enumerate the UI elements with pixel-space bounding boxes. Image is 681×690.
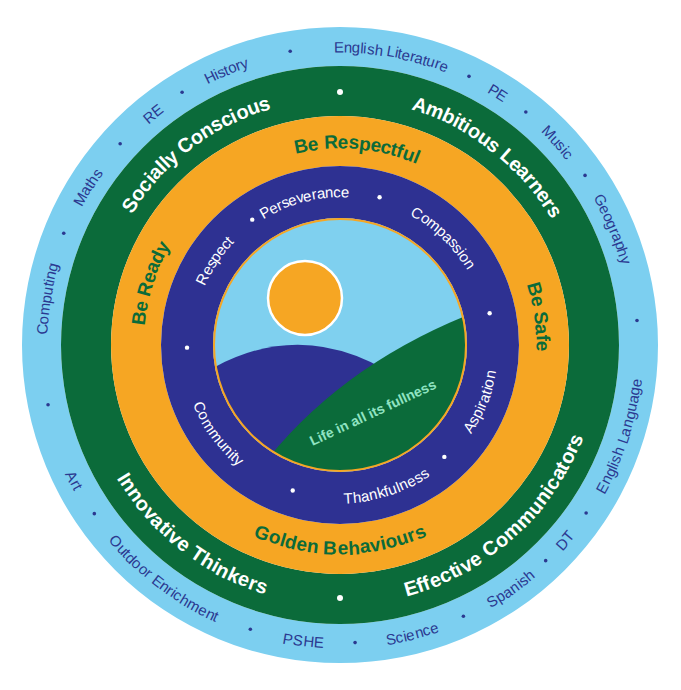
glyph: m — [36, 302, 52, 316]
ring-band — [22, 27, 658, 663]
glyph: S — [531, 310, 552, 325]
glyph: e — [533, 341, 552, 352]
separator-dot — [337, 595, 343, 601]
separator-dot — [291, 488, 295, 492]
separator-dot — [46, 403, 50, 407]
separator-dot — [185, 345, 189, 349]
glyph: H — [302, 633, 314, 649]
glyph: f — [533, 334, 552, 341]
glyph: C — [35, 323, 51, 335]
glyph: c — [333, 184, 341, 199]
glyph: a — [533, 323, 553, 335]
glyph: n — [306, 536, 320, 556]
separator-dot — [62, 231, 66, 235]
ring-band — [111, 116, 569, 574]
learner-ring: Life in all its fullnessRespectPersevera… — [61, 66, 619, 624]
separator-dot — [353, 641, 357, 645]
separator-dot — [93, 512, 97, 516]
glyph: e — [340, 184, 349, 199]
motto-text: Life in all its fullness — [307, 377, 438, 449]
separator-dot — [442, 455, 446, 459]
subject-ring: Life in all its fullnessRespectPersevera… — [22, 27, 658, 663]
behaviour-ring: Life in all its fullnessRespectPersevera… — [111, 116, 569, 574]
glyph: g — [352, 40, 361, 55]
glyph: e — [337, 538, 348, 557]
separator-dot — [583, 174, 587, 178]
glyph: T — [343, 490, 353, 505]
separator-dot — [249, 627, 253, 631]
glyph: n — [343, 40, 352, 55]
separator-dot — [180, 90, 184, 94]
glyph: o — [35, 315, 51, 325]
glyph: h — [347, 538, 360, 558]
glyph: B — [323, 538, 338, 558]
separator-dot — [337, 89, 343, 95]
glyph: h — [373, 42, 383, 58]
glyph: E — [334, 39, 344, 54]
ring-band — [161, 166, 519, 524]
glyph: E — [314, 634, 325, 650]
separator-dot — [467, 75, 471, 79]
separator-dot — [377, 195, 381, 199]
landscape-circle: Life in all its fullness — [213, 218, 467, 472]
ring-band — [61, 66, 619, 624]
separator-dot — [584, 511, 588, 515]
glyph: n — [324, 185, 333, 201]
separator-dot — [118, 142, 122, 146]
sun — [268, 261, 342, 335]
separator-dot — [635, 319, 639, 323]
circle-outline — [214, 219, 466, 471]
glyph: e — [628, 378, 644, 388]
glyph: R — [323, 132, 338, 152]
separator-dot — [462, 614, 466, 618]
values-ring: Life in all its fullnessRespectPersevera… — [161, 166, 519, 524]
separator-dot — [487, 311, 491, 315]
separator-dot — [544, 559, 548, 563]
separator-dot — [288, 49, 292, 53]
separator-dot — [250, 217, 254, 221]
glyph: e — [337, 132, 348, 151]
separator-dot — [524, 110, 528, 114]
